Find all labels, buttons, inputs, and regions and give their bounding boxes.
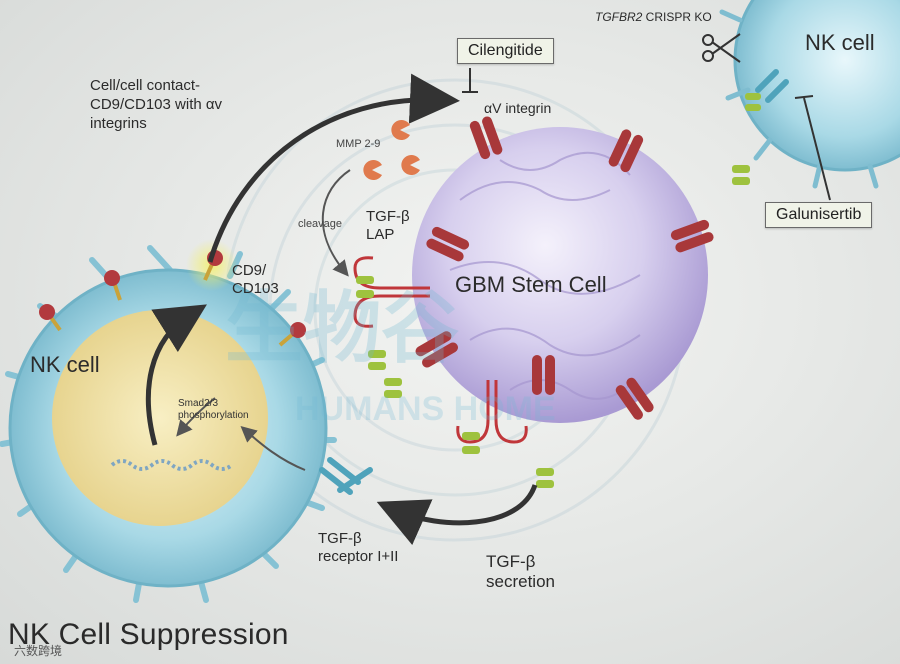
mmp-enzymes [363, 119, 420, 180]
gbm-stem-cell-label: GBM Stem Cell [455, 272, 607, 297]
small-arrows [176, 169, 351, 471]
watermark-main: 生物谷 [225, 284, 459, 372]
tgfb-receptors [319, 69, 789, 495]
av-integrins [415, 116, 714, 420]
cell-contact-label: Cell/cell contact- CD9/CD103 with αv int… [90, 77, 223, 132]
scissors-icon [702, 33, 741, 63]
page-title: NK Cell Suppression [8, 618, 289, 651]
tgfbr2-gene: TGFBR2 [595, 10, 643, 24]
nk-cell-left-label: NK cell [30, 352, 100, 377]
cd9-cd103-label: CD9/ CD103 [232, 262, 279, 297]
gbm-stem-cell [412, 127, 708, 423]
tgfb-ligands [356, 93, 761, 488]
av-integrin-label: αV integrin [484, 100, 552, 116]
cd9-cd103-receptors [39, 250, 306, 347]
smad-label: Smad2/3 phosphorylation [178, 398, 249, 421]
nk-cell-top-right [719, 0, 900, 189]
cleavage-label: cleavage [298, 218, 343, 230]
watermark-corner: 六数跨境 [14, 644, 63, 658]
flow-arrows [145, 73, 538, 546]
galunisertib-box: Galunisertib [765, 202, 873, 228]
mmp-label: MMP 2-9 [336, 138, 381, 150]
tgfb-lap-complex [353, 256, 528, 444]
nk-cell-left [0, 245, 337, 603]
tgfb-lap-label: TGF-β LAP [366, 208, 410, 243]
tgfb-receptor-label: TGF-β receptor I+II [318, 530, 399, 565]
tgfb-secretion-label: TGF-β secretion [486, 552, 555, 591]
watermark-sub: HUMANS HOME [295, 390, 556, 428]
cilengitide-box: Cilengitide [457, 38, 554, 64]
inhibition-bars [462, 68, 831, 201]
crispr-label: TGFBR2 CRISPR KO [595, 10, 712, 24]
nk-cell-top-right-label: NK cell [805, 30, 875, 55]
